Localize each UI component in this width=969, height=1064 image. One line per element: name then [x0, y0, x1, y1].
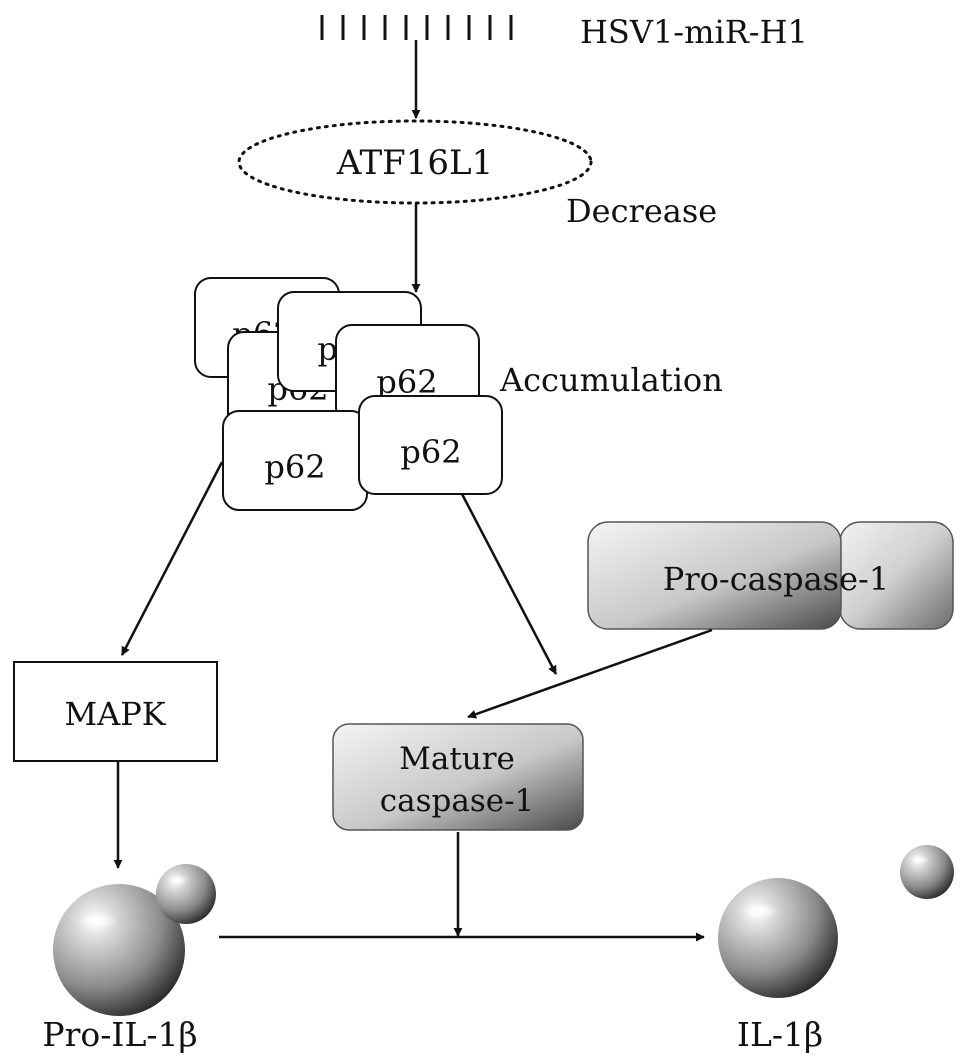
mapk-node — [13, 661, 218, 762]
il1b-sphere-icon — [718, 845, 954, 998]
accumulation-label: Accumulation — [499, 361, 723, 399]
arrow-procaspase-to-mature — [467, 628, 713, 719]
atf16l1-label: ATF16L1 — [336, 143, 493, 183]
mapk-label: MAPK — [64, 695, 166, 733]
p62-label: p62 — [376, 363, 437, 401]
mature-caspase-node: Mature caspase-1 — [332, 723, 584, 831]
p62-label: p62 — [264, 448, 325, 486]
pro-il1b-label: Pro-IL-1β — [42, 1015, 197, 1054]
decrease-label: Decrease — [566, 192, 717, 230]
mirna-strand-icon — [320, 15, 513, 40]
mirna-label: HSV1-miR-H1 — [580, 13, 808, 51]
mature-caspase-label-line1: Mature — [399, 741, 515, 777]
p62-cluster: p62 p62 p62 p62 p62 p62 — [194, 277, 503, 511]
atf16l1-node — [237, 119, 593, 205]
pro-caspase-label: Pro-caspase-1 — [663, 560, 889, 598]
pro-il1b-sphere-icon — [53, 864, 216, 1016]
il1b-label: IL-1β — [737, 1015, 823, 1054]
mature-caspase-label-line2: caspase-1 — [380, 783, 535, 819]
arrow-p62-to-mapk — [120, 461, 224, 656]
p62-label: p62 — [400, 433, 461, 471]
arrow-p62-to-caspase — [460, 493, 558, 675]
pro-caspase-node: Pro-caspase-1 — [587, 521, 954, 630]
